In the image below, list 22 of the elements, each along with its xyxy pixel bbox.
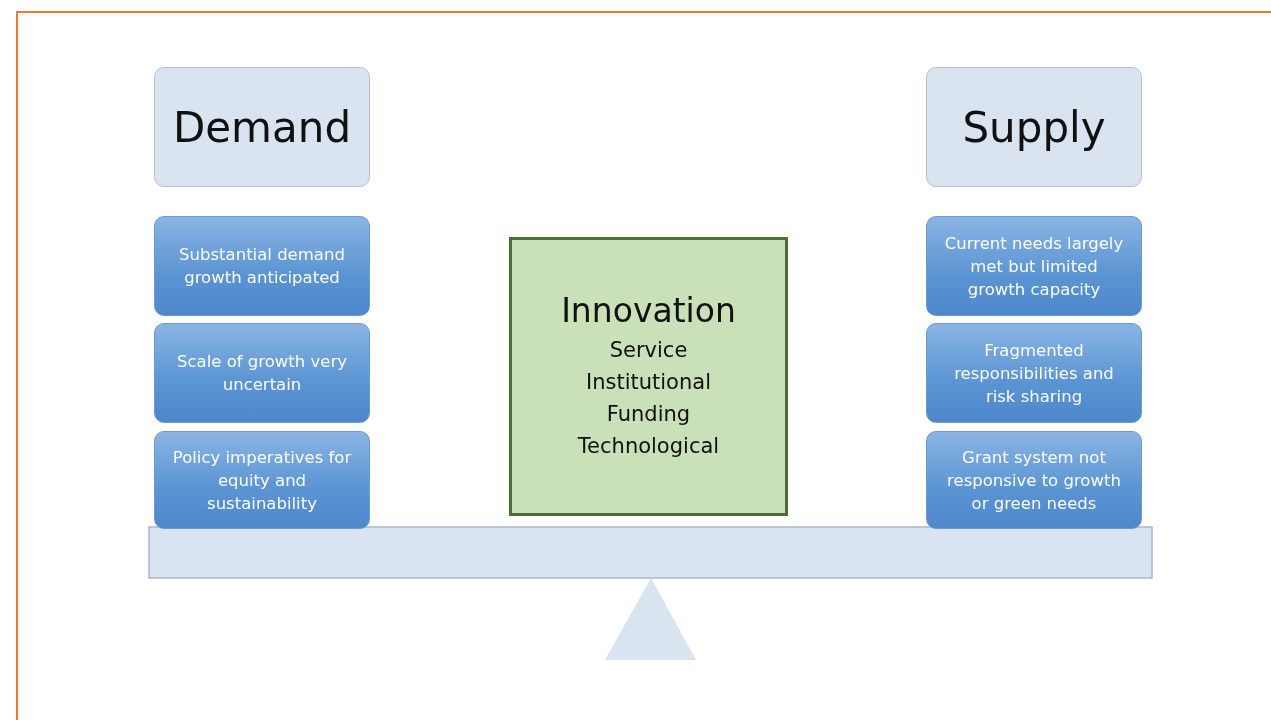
innovation-box xyxy=(509,237,788,516)
statement-box xyxy=(154,431,370,529)
heading: Supply xyxy=(962,102,1106,152)
statement-box xyxy=(154,216,370,316)
statement-box xyxy=(926,216,1142,316)
statement-text: Fragmented responsibilities and risk sharing xyxy=(953,339,1115,408)
heading-box xyxy=(154,67,370,187)
statement-box xyxy=(926,431,1142,529)
statement-text: Current needs largely met but limited growth capacity xyxy=(943,232,1125,301)
statement-box xyxy=(926,323,1142,423)
statement-text: Substantial demand growth anticipated xyxy=(178,244,346,289)
list-item: Institutional xyxy=(586,369,711,396)
heading: Innovation xyxy=(561,291,736,330)
statement-text: Scale of growth very uncertain xyxy=(176,351,348,396)
statement-box xyxy=(154,323,370,423)
list-item: Technological xyxy=(577,433,720,460)
list-item: Service xyxy=(609,337,688,364)
heading: Demand xyxy=(172,102,352,152)
statement-text: Grant system not responsive to growth or green needs xyxy=(946,446,1122,515)
list-item: Funding xyxy=(606,401,691,428)
statement-text: Policy imperatives for equity and sustainability xyxy=(171,446,353,515)
heading-box xyxy=(926,67,1142,187)
